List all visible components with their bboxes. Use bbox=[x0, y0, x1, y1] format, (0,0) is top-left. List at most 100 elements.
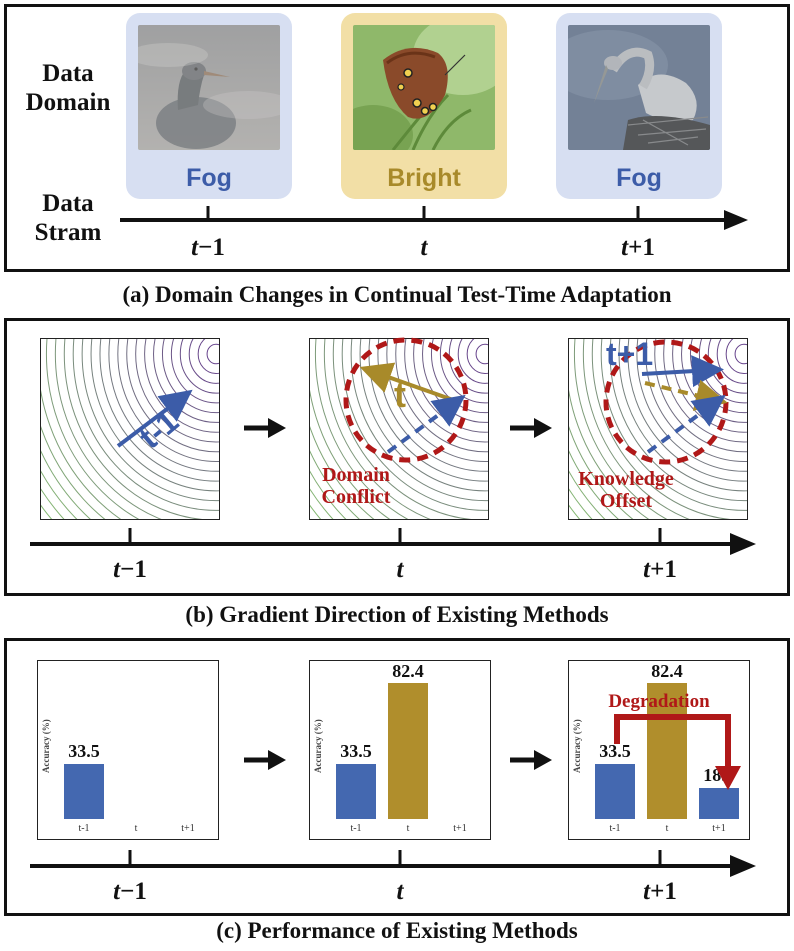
caption-b: (b) Gradient Direction of Existing Metho… bbox=[185, 602, 609, 627]
bar-value-label: 82.4 bbox=[651, 660, 683, 681]
contour-line bbox=[197, 339, 219, 375]
caption-c: (c) Performance of Existing Methods bbox=[216, 918, 578, 943]
domain-conflict-label: Domain Conflict bbox=[321, 464, 391, 508]
degradation-arrowhead bbox=[715, 766, 741, 790]
tick-a-t: t bbox=[420, 234, 428, 261]
contour-line bbox=[681, 339, 747, 423]
contour-line bbox=[475, 343, 488, 365]
knowledge-offset-label: Knowledge Offset bbox=[578, 468, 674, 512]
bar-t-1 bbox=[595, 763, 635, 819]
domain-card-bright: Bright bbox=[341, 13, 507, 199]
contour-line bbox=[716, 339, 747, 384]
butterfly-bright-photo bbox=[353, 25, 495, 150]
contour-line bbox=[153, 339, 219, 423]
gradient-arrow-t-plus-1 bbox=[641, 355, 724, 388]
contour-line bbox=[179, 339, 219, 394]
contour-line bbox=[430, 339, 488, 414]
tick-c-t: t bbox=[396, 878, 404, 905]
contour-line bbox=[734, 343, 747, 365]
stork-fog-photo bbox=[568, 25, 710, 150]
contour-line bbox=[314, 339, 409, 519]
contour-line bbox=[591, 339, 731, 519]
tick-b-t-minus-1: t−1 bbox=[113, 556, 147, 583]
contour-line bbox=[413, 339, 488, 433]
contour-line bbox=[99, 339, 219, 482]
contour-line bbox=[422, 339, 488, 423]
bar-value-label: 82.4 bbox=[392, 660, 424, 681]
contour-line bbox=[135, 339, 219, 443]
degradation-label: Degradation bbox=[608, 691, 710, 712]
caption-a: (a) Domain Changes in Continual Test-Tim… bbox=[122, 282, 672, 307]
data-domain-label: Data Domain bbox=[25, 60, 111, 116]
prior-gradient-dashed bbox=[386, 394, 466, 454]
x-tick-label: t-1 bbox=[350, 823, 362, 834]
bar-t-1 bbox=[336, 763, 376, 819]
contour-line bbox=[161, 339, 219, 414]
contour-line bbox=[323, 339, 431, 519]
contour-line bbox=[725, 339, 747, 375]
domain-label-fog-1: Fog bbox=[186, 164, 232, 192]
arrow-label-t: t bbox=[394, 374, 406, 415]
contour-line bbox=[341, 339, 488, 511]
bar-value-label: 33.5 bbox=[340, 740, 372, 761]
contour-plot-1 bbox=[40, 338, 220, 520]
bar-t bbox=[647, 683, 687, 819]
contour-line bbox=[332, 339, 472, 519]
contour-line bbox=[600, 339, 747, 511]
domain-card-fog-2: Fog bbox=[556, 13, 722, 199]
bar-value-label: 33.5 bbox=[599, 740, 631, 761]
contour-line bbox=[636, 339, 747, 472]
contour-line bbox=[359, 339, 488, 492]
contour-line bbox=[117, 339, 219, 462]
contour-line bbox=[395, 339, 488, 453]
contour-line bbox=[72, 339, 219, 511]
degradation-bracket bbox=[614, 714, 731, 768]
contour-line bbox=[698, 339, 747, 404]
contour-line bbox=[170, 339, 219, 404]
bar-t bbox=[388, 683, 428, 819]
contour-line bbox=[645, 339, 747, 462]
contour-line bbox=[54, 339, 162, 519]
contour-line bbox=[108, 339, 219, 472]
x-tick-label: t-1 bbox=[78, 823, 90, 834]
contour-line bbox=[654, 339, 747, 453]
bar-value-label: 33.5 bbox=[68, 740, 100, 761]
x-tick-label: t bbox=[665, 823, 669, 834]
bar-t+1 bbox=[699, 787, 739, 819]
tick-c-t-minus-1: t−1 bbox=[113, 878, 147, 905]
prior-blue-dashed bbox=[646, 394, 726, 454]
x-tick-label: t+1 bbox=[453, 823, 467, 834]
x-tick-label: t-1 bbox=[609, 823, 621, 834]
contour-line bbox=[689, 339, 747, 414]
contour-line bbox=[188, 339, 219, 384]
contour-line bbox=[126, 339, 219, 453]
contour-line bbox=[90, 339, 219, 492]
x-tick-label: t+1 bbox=[712, 823, 726, 834]
x-tick-label: t bbox=[406, 823, 410, 834]
domain-label-bright: Bright bbox=[387, 164, 461, 192]
contour-plot-2 bbox=[309, 338, 489, 520]
contour-line bbox=[206, 343, 219, 365]
contour-line bbox=[144, 339, 219, 433]
conflict-circle bbox=[343, 337, 469, 463]
contour-line bbox=[466, 339, 488, 375]
tick-b-t: t bbox=[396, 556, 404, 583]
tick-c-t-plus-1: t+1 bbox=[643, 878, 677, 905]
contour-line bbox=[707, 339, 747, 394]
contour-line bbox=[404, 339, 488, 443]
contour-line bbox=[672, 339, 747, 433]
tick-a-t-plus-1: t+1 bbox=[621, 234, 655, 261]
domain-label-fog-2: Fog bbox=[616, 164, 662, 192]
heron-fog-photo bbox=[138, 25, 280, 150]
bar-t-1 bbox=[64, 763, 104, 819]
gradient-arrow-t-minus-1 bbox=[116, 389, 193, 448]
data-stream-label: Data Stram bbox=[34, 190, 102, 246]
contour-line bbox=[609, 339, 747, 502]
contour-line bbox=[377, 339, 488, 472]
